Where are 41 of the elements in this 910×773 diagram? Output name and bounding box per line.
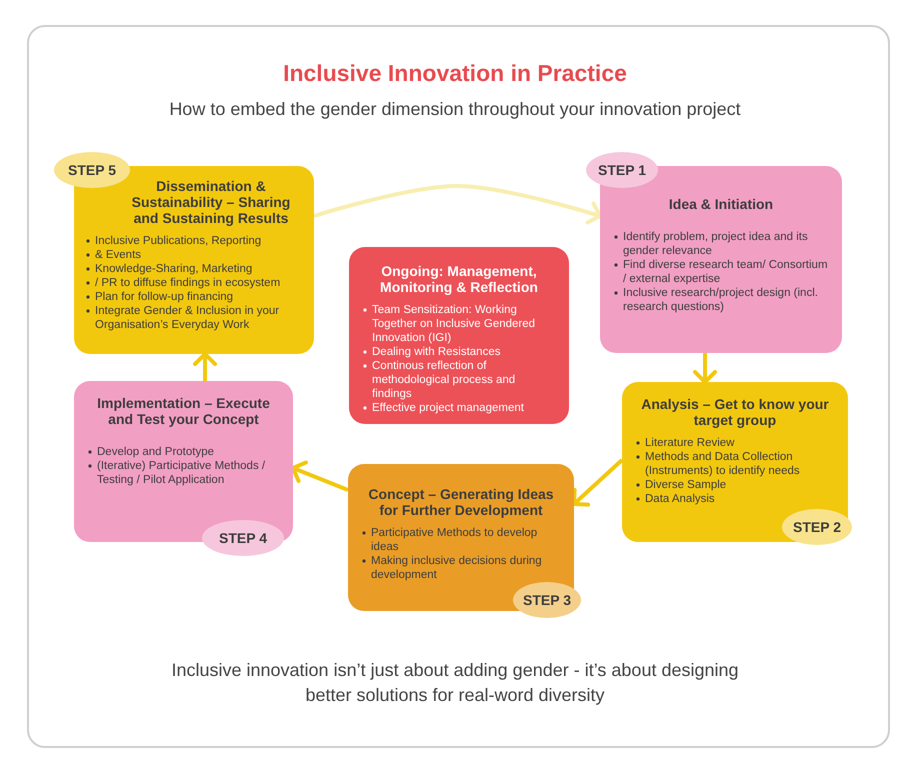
bullet-item: Find diverse research team/ Consortium / external expertise: [623, 258, 829, 286]
arrow: [313, 184, 602, 225]
bullet-item: Making inclusive decisions during development: [371, 554, 543, 582]
box-heading: Analysis – Get to know your target group: [640, 396, 830, 428]
caption-text: Inclusive innovation isn’t just about adding gender - it’s about designing better solutions for real-word diversity: [170, 659, 740, 707]
bullet-item: & Events: [95, 248, 142, 262]
arrow: [572, 458, 624, 507]
box-heading: Idea & Initiation: [668, 196, 774, 212]
diagram-title: Inclusive Innovation in Practice: [283, 60, 627, 86]
bullet-item: Plan for follow-up financing: [95, 290, 234, 304]
arrow: [291, 460, 349, 492]
bullet-item: Effective project management: [372, 401, 524, 415]
step-badge: STEP 3: [513, 582, 581, 618]
subtitle: How to embed the gender dimension throughout your innovation project: [168, 98, 742, 121]
box-heading: Implementation – Execute and Test your Concept: [96, 395, 271, 427]
bullet-item: (Iterative) Participative Methods / Testing / Pilot Application: [97, 459, 266, 487]
bullet-item: Knowledge-Sharing, Marketing: [95, 262, 252, 276]
arrow: [693, 353, 717, 384]
box-heading: Ongoing: Management, Monitoring & Reflection: [379, 263, 539, 295]
step-badge: STEP 2: [782, 509, 852, 545]
bullet-item: Develop and Prototype: [97, 445, 214, 459]
step-badge: STEP 5: [54, 152, 130, 188]
bullet-item: Literature Review: [645, 436, 734, 450]
step-box: [349, 247, 569, 424]
step-badge: STEP 4: [202, 520, 284, 556]
bullet-item: Data Analysis: [645, 492, 715, 506]
bullet-item: Team Sensitization: Working Together on Inclusive Gendered Innovation (IGI): [372, 303, 536, 345]
box-heading: Dissemination & Sustainability – Sharing and Sustaining Results: [130, 178, 292, 226]
box-heading: Concept – Generating Ideas for Further Development: [367, 486, 555, 518]
bullet-item: Inclusive Publications, Reporting: [95, 234, 262, 248]
arrow: [193, 352, 217, 381]
bullet-item: Participative Methods to develop ideas: [371, 526, 538, 554]
bullet-item: Inclusive research/project design (incl. research questions): [623, 286, 819, 314]
bullet-item: Dealing with Resistances: [372, 345, 500, 359]
bullet-item: / PR to diffuse findings in ecosystem: [95, 276, 280, 290]
bullet-item: Methods and Data Collection (Instruments) to identify needs: [645, 450, 801, 478]
bullet-item: Diverse Sample: [645, 478, 726, 492]
bullet-item: Identify problem, project idea and its gender relevance: [623, 230, 809, 258]
step-badge: STEP 1: [586, 152, 658, 188]
bullet-item: Continous reflection of methodological process and findings: [372, 359, 516, 401]
bullet-item: Integrate Gender & Inclusion in your Organisation’s Everyday Work: [95, 304, 280, 332]
